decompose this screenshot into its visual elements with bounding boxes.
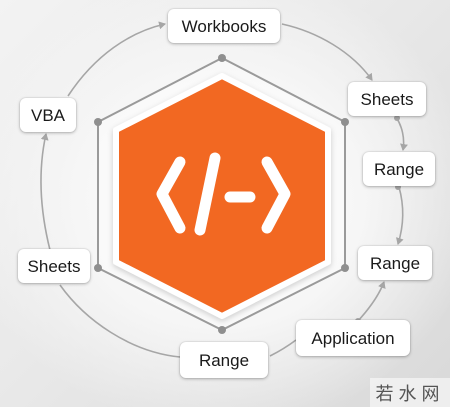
node-workbooks: Workbooks: [168, 9, 280, 43]
connector-vba-workbooks: [67, 21, 166, 97]
node-sheets-left: Sheets: [18, 249, 90, 283]
connector-sheets-range: [395, 116, 408, 151]
connector-workbooks-sheets: [281, 23, 373, 81]
connector-dot: [394, 115, 400, 121]
hexagon-vertex-dot: [218, 326, 226, 334]
hexagon-vertex-dot: [218, 54, 226, 62]
node-sheets-right: Sheets: [348, 82, 426, 116]
node-range-right-lower: Range: [358, 246, 432, 280]
connector-application-range-bottom: [269, 339, 297, 357]
center-hexagon: [113, 73, 331, 319]
node-range-bottom: Range: [180, 342, 268, 378]
connector-range-sheets: [59, 284, 181, 358]
node-application: Application: [296, 320, 410, 356]
node-vba: VBA: [20, 98, 76, 132]
node-range-right-upper: Range: [363, 152, 435, 186]
connector-sheets-vba: [40, 133, 51, 251]
hexagon-vertex-dot: [94, 264, 102, 272]
watermark: 若水网: [370, 378, 450, 407]
hexagon-vertex-dot: [341, 264, 349, 272]
code-brackets-icon: [156, 152, 291, 236]
connector-range-range: [395, 186, 404, 245]
hexagon-vertex-dot: [94, 118, 102, 126]
connector-application-range: [356, 281, 386, 323]
hexagon-vertex-dot: [341, 118, 349, 126]
